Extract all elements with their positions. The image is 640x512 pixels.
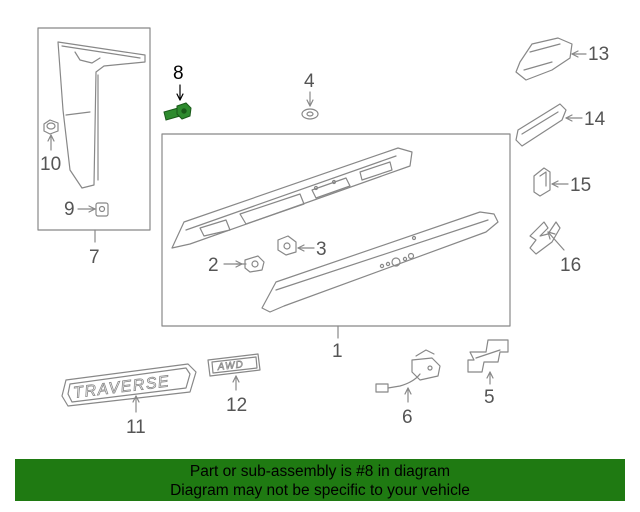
upper-panel-part <box>171 147 413 249</box>
arrow-11 <box>132 395 140 403</box>
arrow-2 <box>235 260 243 268</box>
leader-16 <box>547 231 565 251</box>
callout-2: 2 <box>208 255 219 276</box>
washer-part-4 <box>301 108 319 120</box>
callout-10: 10 <box>40 154 62 175</box>
clip-part-9 <box>95 202 109 217</box>
callout-4: 4 <box>304 71 315 92</box>
arrow-12 <box>232 375 240 383</box>
arrow-15 <box>551 180 559 188</box>
arrow-6 <box>404 387 412 395</box>
arrow-16 <box>547 231 556 240</box>
info-banner: Part or sub-assembly is #8 in diagram Di… <box>15 459 625 501</box>
callout-12: 12 <box>226 395 248 416</box>
harness-part-6 <box>375 349 441 393</box>
arrow-14 <box>565 114 573 122</box>
emblem-traverse-part-11 <box>61 363 197 407</box>
clip-part-10 <box>43 119 59 135</box>
banner-line-2: Diagram may not be specific to your vehi… <box>170 482 470 499</box>
callout-1: 1 <box>332 341 343 362</box>
emblem-awd-part-12 <box>207 353 261 377</box>
nut-part-3 <box>277 235 297 256</box>
callout-11: 11 <box>126 417 146 438</box>
callout-14: 14 <box>584 109 606 130</box>
callout-9: 9 <box>64 199 75 220</box>
callout-13: 13 <box>588 44 610 65</box>
callout-3: 3 <box>316 239 327 260</box>
banner-line-1: Part or sub-assembly is #8 in diagram <box>189 463 451 480</box>
callout-7: 7 <box>89 247 100 268</box>
lower-molding-part <box>261 211 499 313</box>
callout-16: 16 <box>560 255 582 276</box>
part-13 <box>515 37 573 81</box>
callout-8: 8 <box>173 63 184 84</box>
arrow-10 <box>47 134 55 142</box>
callout-5: 5 <box>484 387 495 408</box>
part-15 <box>533 167 551 197</box>
arrow-13 <box>571 50 579 58</box>
part-16 <box>529 221 561 255</box>
arrow-4 <box>306 99 314 107</box>
bowtie-emblem-part-5 <box>467 339 509 373</box>
arrow-8 <box>176 93 184 101</box>
callout-15: 15 <box>570 175 592 196</box>
arrow-9 <box>88 205 96 213</box>
bolt-part-8 <box>163 102 192 121</box>
part-14 <box>515 103 567 147</box>
pillar-trim-part <box>57 41 146 189</box>
arrow-3 <box>297 244 305 252</box>
inset-box-7 <box>37 27 151 231</box>
awd-emblem-text: AWD <box>216 359 244 373</box>
callout-6: 6 <box>402 407 413 428</box>
inset-box-1 <box>161 133 511 327</box>
arrow-5 <box>486 371 494 379</box>
